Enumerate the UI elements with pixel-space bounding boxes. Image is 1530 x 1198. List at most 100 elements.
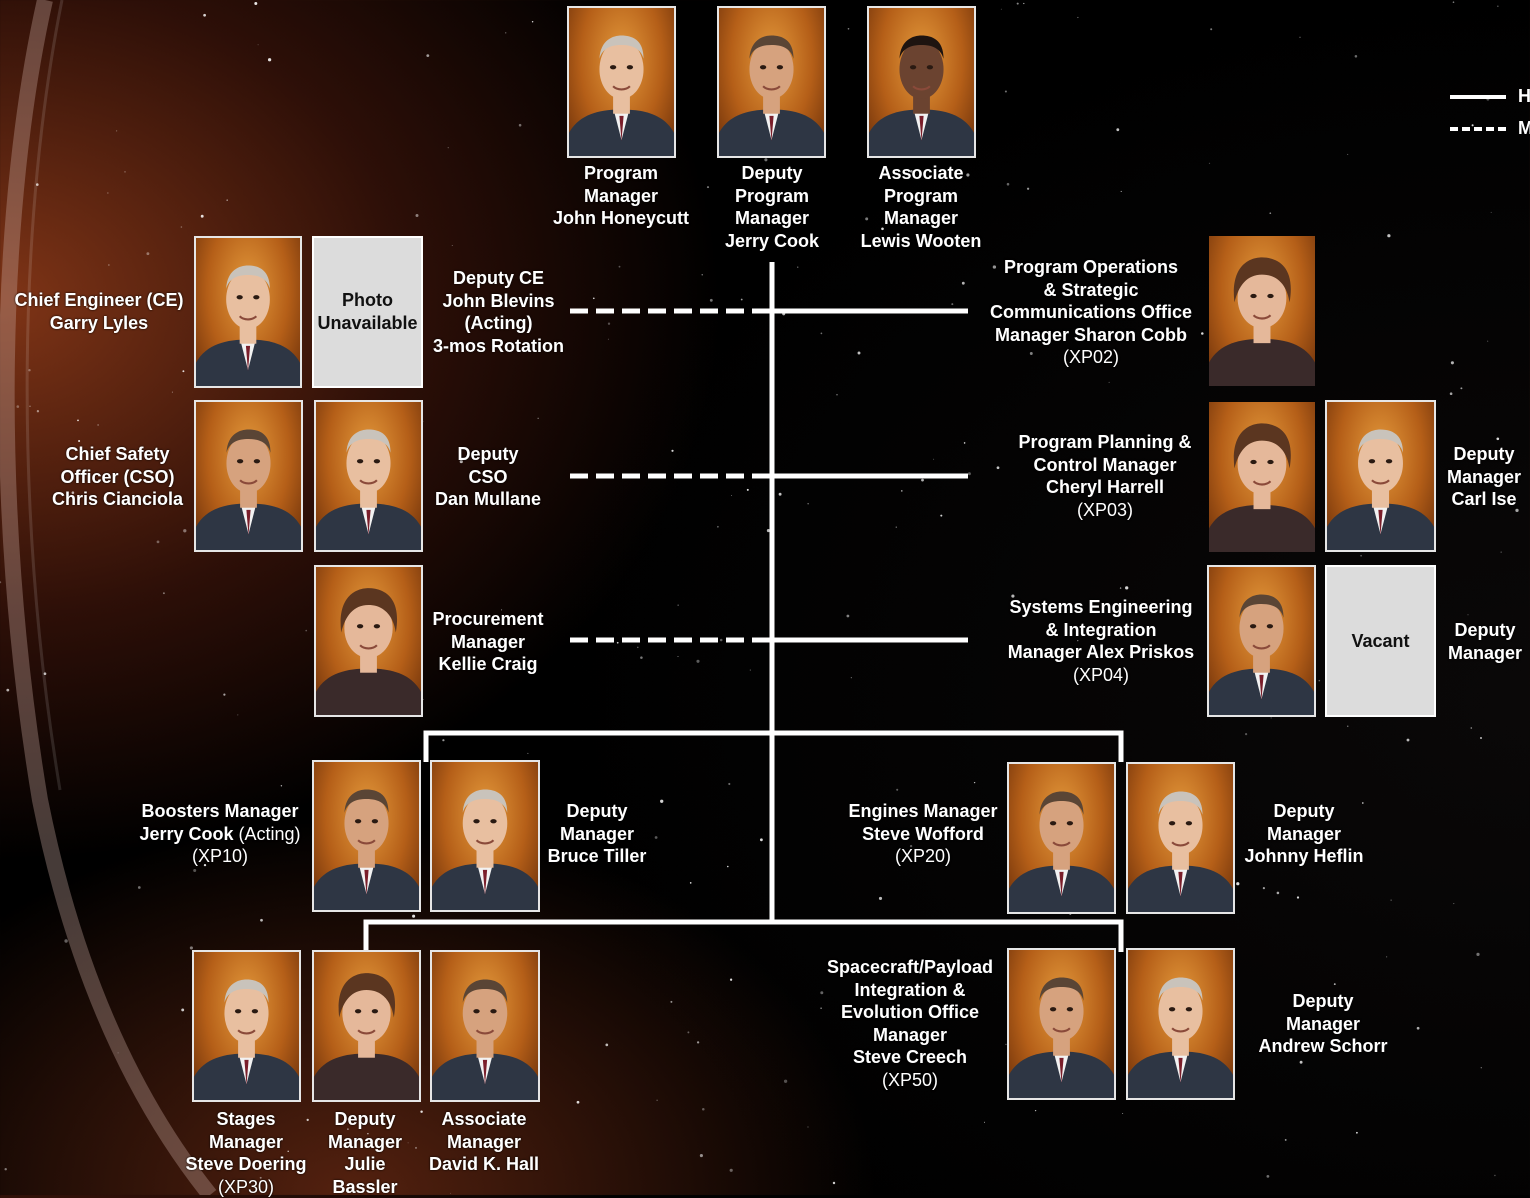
spio-title-1: Spacecraft/Payload (815, 956, 1005, 979)
stages-assoc-name: David K. Hall (422, 1153, 546, 1176)
photo-tiller (430, 760, 540, 912)
dcso-name: Dan Mullane (428, 488, 548, 511)
portrait-silhouette (314, 952, 419, 1100)
legend-dashed-text: M (1518, 116, 1530, 140)
legend-dashed-line (1450, 127, 1506, 131)
photo-craig (314, 565, 423, 717)
spio-name: Steve Creech (815, 1046, 1005, 1069)
stages-assoc-title-1: Associate (422, 1108, 546, 1131)
label-boosters-manager: Boosters Manager Jerry Cook (Acting) (XP… (130, 800, 310, 868)
engines-title: Engines Manager (838, 800, 1008, 823)
photo-unavailable-l1: Photo (317, 289, 417, 312)
ops-title-2: & Strategic (976, 279, 1206, 302)
legend-solid-text: H (1518, 84, 1530, 108)
pm-name: John Honeycutt (546, 207, 696, 230)
se-code: (XP04) (995, 664, 1207, 687)
portrait-silhouette (196, 238, 300, 386)
engines-dep-name: Johnny Heflin (1236, 845, 1372, 868)
plan-dep-name: Carl Ise (1439, 488, 1529, 511)
portrait-silhouette (1327, 402, 1434, 550)
label-associate-program-manager: Associate Program Manager Lewis Wooten (846, 162, 996, 252)
apm-title-1: Associate (846, 162, 996, 185)
label-planning-deputy: Deputy Manager Carl Ise (1439, 443, 1529, 511)
legend-dashed: M (1450, 116, 1530, 140)
label-engines-deputy: Deputy Manager Johnny Heflin (1236, 800, 1372, 868)
photo-cianciola (194, 400, 303, 552)
apm-name: Lewis Wooten (846, 230, 996, 253)
label-chief-engineer: Chief Engineer (CE) Garry Lyles (4, 289, 194, 334)
proc-title-2: Manager (426, 631, 550, 654)
photo-heflin (1126, 762, 1235, 914)
se-dep-title-1: Deputy (1440, 619, 1530, 642)
cso-name: Chris Cianciola (40, 488, 195, 511)
dcso-title-2: CSO (428, 466, 548, 489)
stages-title-1: Stages (178, 1108, 314, 1131)
se-dep-title-2: Manager (1440, 642, 1530, 665)
boosters-dep-title-1: Deputy (542, 800, 652, 823)
boosters-dep-name: Bruce Tiller (542, 845, 652, 868)
label-program-planning: Program Planning & Control Manager Chery… (1000, 431, 1210, 521)
label-program-operations: Program Operations & Strategic Communica… (976, 256, 1206, 369)
photo-ise (1325, 400, 1436, 552)
boosters-name: Jerry Cook (139, 824, 233, 844)
dce-title: Deputy CE (426, 267, 571, 290)
label-deputy-cso: Deputy CSO Dan Mullane (428, 443, 548, 511)
cso-title-1: Chief Safety (40, 443, 195, 466)
portrait-silhouette (1009, 764, 1114, 912)
photo-wofford (1007, 762, 1116, 914)
stages-name: Steve Doering (178, 1153, 314, 1176)
label-stages-manager: Stages Manager Steve Doering (XP30) (178, 1108, 314, 1198)
spio-title-4: Manager (815, 1024, 1005, 1047)
ops-title-1: Program Operations (976, 256, 1206, 279)
photo-honeycutt (567, 6, 676, 158)
portrait-silhouette (1209, 567, 1314, 715)
pm-title-1: Program (546, 162, 696, 185)
proc-title-1: Procurement (426, 608, 550, 631)
se-title-1: Systems Engineering (995, 596, 1207, 619)
se-title-2: & Integration (995, 619, 1207, 642)
spio-title-2: Integration & (815, 979, 1005, 1002)
spio-title-3: Evolution Office (815, 1001, 1005, 1024)
plan-dep-title-2: Manager (1439, 466, 1529, 489)
portrait-silhouette (194, 952, 299, 1100)
photo-bassler (312, 950, 421, 1102)
photo-creech (1007, 948, 1116, 1100)
photo-harrell (1209, 402, 1315, 552)
photo-priskos (1207, 565, 1316, 717)
label-deputy-program-manager: Deputy Program Manager Jerry Cook (697, 162, 847, 252)
spio-dep-title-2: Manager (1248, 1013, 1398, 1036)
spio-dep-name: Andrew Schorr (1248, 1035, 1398, 1058)
photo-mullane (314, 400, 423, 552)
portrait-silhouette (1128, 764, 1233, 912)
label-boosters-deputy: Deputy Manager Bruce Tiller (542, 800, 652, 868)
ce-title: Chief Engineer (CE) (4, 289, 194, 312)
stages-dep-name-1: Julie (315, 1153, 415, 1176)
label-engines-manager: Engines Manager Steve Wofford (XP20) (838, 800, 1008, 868)
label-program-manager: Program Manager John Honeycutt (546, 162, 696, 230)
se-name: Manager Alex Priskos (995, 641, 1207, 664)
plan-name: Cheryl Harrell (1000, 476, 1210, 499)
ce-name: Garry Lyles (4, 312, 194, 335)
boosters-acting: (Acting) (234, 824, 301, 844)
photo-jerry-cook (717, 6, 826, 158)
photo-schorr (1126, 948, 1235, 1100)
legend-solid: H (1450, 84, 1530, 108)
stages-dep-title-1: Deputy (315, 1108, 415, 1131)
dpm-title-3: Manager (697, 207, 847, 230)
apm-title-2: Program (846, 185, 996, 208)
spio-code: (XP50) (815, 1069, 1005, 1092)
ops-code: (XP02) (976, 346, 1206, 369)
engines-name: Steve Wofford (838, 823, 1008, 846)
portrait-silhouette (1209, 236, 1315, 386)
spio-dep-title-1: Deputy (1248, 990, 1398, 1013)
label-deputy-ce: Deputy CE John Blevins (Acting) 3-mos Ro… (426, 267, 571, 357)
dcso-title-1: Deputy (428, 443, 548, 466)
plan-code: (XP03) (1000, 499, 1210, 522)
boosters-title: Boosters Manager (130, 800, 310, 823)
vacant-box: Vacant (1325, 565, 1436, 717)
portrait-silhouette (432, 762, 538, 910)
portrait-silhouette (316, 567, 421, 715)
pm-title-2: Manager (546, 185, 696, 208)
label-spio-deputy: Deputy Manager Andrew Schorr (1248, 990, 1398, 1058)
